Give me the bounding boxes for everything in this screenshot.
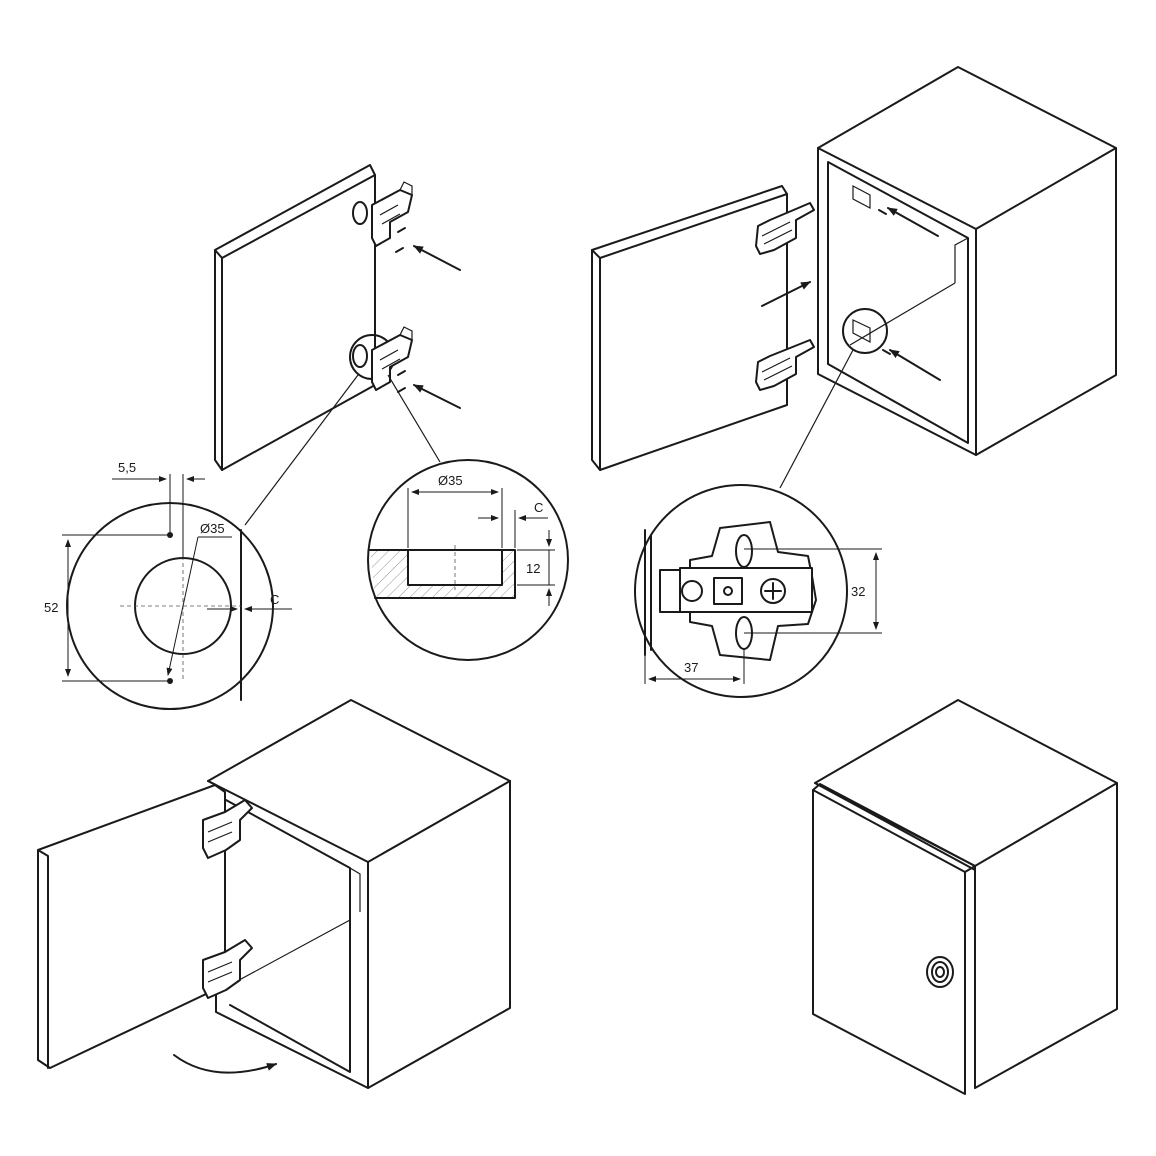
label-spacing: 52 <box>44 600 58 615</box>
screw-icon <box>397 387 406 393</box>
knob-icon <box>926 956 954 988</box>
detail-section-view: Ø35 C 12 <box>367 459 569 661</box>
screw-icon <box>882 349 891 355</box>
screw-icon <box>397 370 406 376</box>
detail-circle-marker <box>842 308 888 354</box>
step2-door-panel <box>591 185 815 471</box>
step2-cabinet <box>779 66 1117 489</box>
hinge-icon <box>352 326 413 391</box>
hinge-icon <box>202 799 253 859</box>
label-diameter-face: Ø35 <box>200 521 225 536</box>
detail-face-view: Ø35 5,5 52 C <box>44 460 292 710</box>
label-edge-face: C <box>270 592 279 607</box>
label-diameter-section: Ø35 <box>438 473 463 488</box>
label-edge-section: C <box>534 500 543 515</box>
arrow-icon <box>761 281 811 307</box>
detail-mounting-plate: 32 37 <box>634 484 882 698</box>
arrow-icon <box>413 245 461 271</box>
step4-closed-cabinet <box>812 699 1118 1095</box>
curved-arrow-icon <box>173 1054 277 1074</box>
screw-icon <box>397 227 406 233</box>
arrow-icon <box>887 207 939 237</box>
arrow-icon <box>889 349 941 381</box>
hinge-icon <box>755 339 815 391</box>
label-offset: 5,5 <box>118 460 136 475</box>
step3-open-cabinet <box>37 699 511 1089</box>
hinge-icon <box>202 939 253 999</box>
screw-icon <box>395 247 404 253</box>
hinge-icon <box>352 181 413 247</box>
hinge-icon <box>755 202 815 255</box>
label-plate-height: 32 <box>851 584 865 599</box>
step1-door-panel <box>214 164 461 526</box>
label-plate-depth: 37 <box>684 660 698 675</box>
screw-icon <box>878 209 887 215</box>
label-depth: 12 <box>526 561 540 576</box>
arrow-icon <box>413 384 461 409</box>
